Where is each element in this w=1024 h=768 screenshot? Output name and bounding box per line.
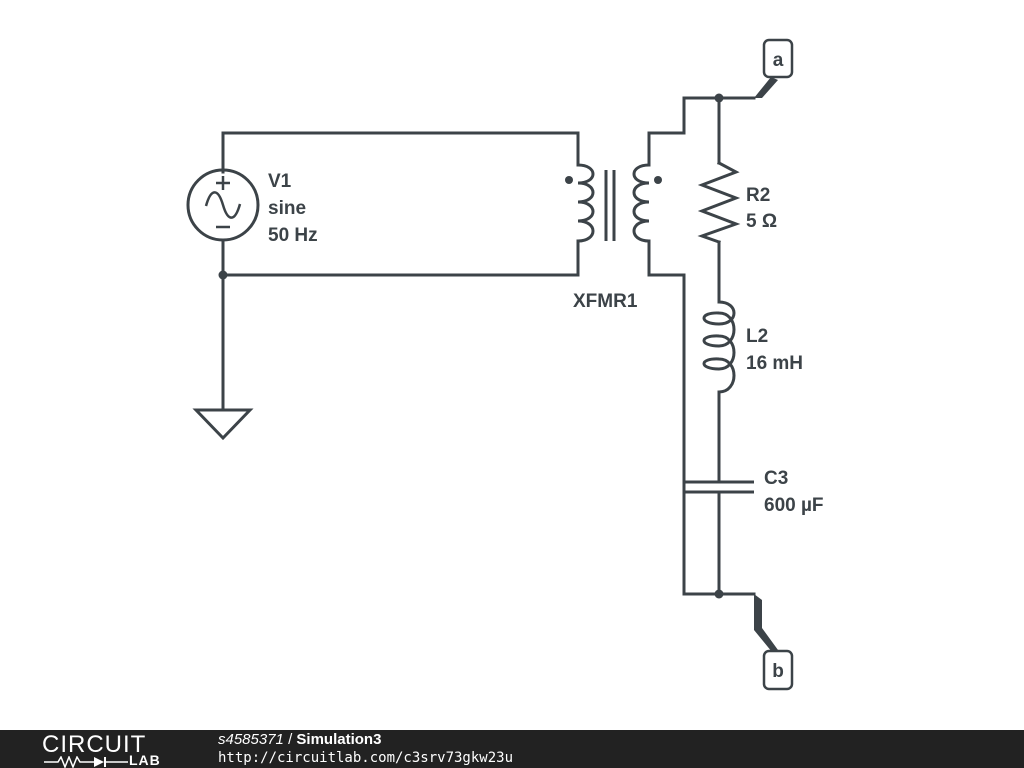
logo-text-circuit: CIRCUIT bbox=[42, 731, 147, 758]
inductor-symbol bbox=[702, 300, 736, 394]
footer-bar: CIRCUIT LAB s4585371 / Simulation3 http:… bbox=[0, 730, 1024, 768]
resistor-diode-logo-icon bbox=[44, 756, 128, 768]
resistor-name-label: R2 bbox=[746, 185, 770, 206]
source-name-label: V1 bbox=[268, 171, 292, 192]
resistor-symbol bbox=[697, 160, 741, 244]
capacitor-symbol bbox=[684, 480, 754, 494]
transformer-symbol bbox=[565, 163, 662, 243]
author-username[interactable]: s4585371 bbox=[218, 731, 284, 748]
voltage-source-symbol bbox=[186, 168, 260, 242]
circuitlab-logo[interactable]: CIRCUIT LAB bbox=[42, 731, 178, 768]
primary-loop-wires bbox=[218, 131, 580, 412]
title-separator: / bbox=[283, 731, 297, 748]
source-type-label: sine bbox=[268, 198, 306, 219]
source-frequency-label: 50 Hz bbox=[268, 225, 318, 246]
circuit-schematic: V1 sine 50 Hz XFMR1 R2 5 Ω L2 16 mH C3 bbox=[186, 38, 824, 691]
circuit-title-line: s4585371 / Simulation3 bbox=[218, 731, 513, 749]
terminal-b[interactable]: b bbox=[754, 594, 794, 691]
circuit-title[interactable]: Simulation3 bbox=[296, 731, 382, 748]
terminal-a-label: a bbox=[773, 50, 784, 71]
capacitor-value-label: 600 µF bbox=[764, 495, 824, 516]
circuit-url[interactable]: http://circuitlab.com/c3srv73gkw23u bbox=[218, 750, 514, 766]
ground-symbol bbox=[192, 408, 254, 441]
inductor-name-label: L2 bbox=[746, 326, 768, 347]
logo-text-lab: LAB bbox=[129, 752, 161, 768]
capacitor-name-label: C3 bbox=[764, 468, 788, 489]
terminal-a[interactable]: a bbox=[754, 38, 794, 98]
secondary-loop-wires bbox=[647, 93, 756, 599]
resistor-value-label: 5 Ω bbox=[746, 211, 777, 232]
terminal-b-label: b bbox=[772, 661, 784, 682]
transformer-name-label: XFMR1 bbox=[573, 291, 638, 312]
circuit-info: s4585371 / Simulation3 http://circuitlab… bbox=[218, 731, 513, 767]
inductor-value-label: 16 mH bbox=[746, 353, 803, 374]
